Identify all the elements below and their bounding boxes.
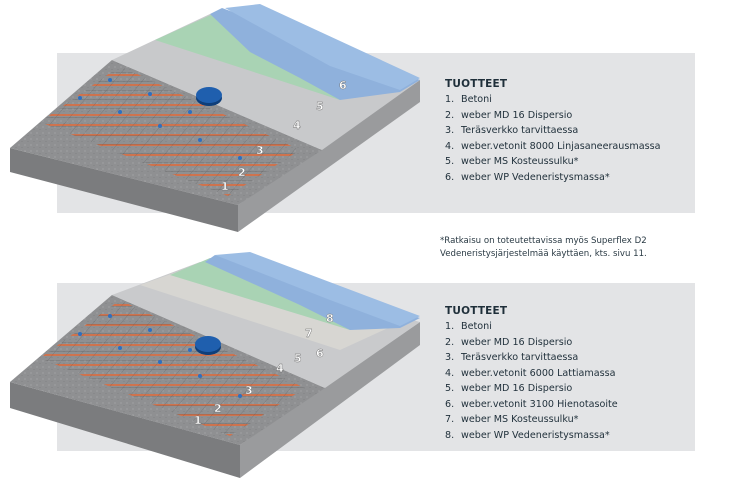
top-marker-5: 5: [316, 100, 324, 113]
bottom-marker-8: 8: [326, 312, 334, 325]
list-item: 5.weber MD 16 Dispersio: [445, 383, 573, 394]
bottom-marker-2: 2: [214, 402, 222, 415]
bottom-marker-7: 7: [305, 327, 313, 340]
bottom-floor-slab: 1 2 3 4 5 6 7 8: [10, 252, 420, 478]
list-item: 7.weber MS Kosteussulku*: [445, 414, 579, 425]
top-products-heading: TUOTTEET: [445, 78, 508, 90]
top-marker-3: 3: [256, 144, 264, 157]
list-item: 3.Teräsverkko tarvittaessa: [445, 352, 579, 363]
list-item: 4.weber.vetonit 6000 Lattiamassa: [445, 367, 616, 379]
top-marker-1: 1: [221, 180, 229, 193]
footnote: *Ratkaisu on toteutettavissa myös Superf…: [440, 235, 710, 261]
top-marker-6: 6: [339, 79, 347, 92]
list-item: 6.weber WP Vedeneristysmassa*: [445, 171, 610, 183]
list-item: 2.weber MD 16 Dispersio: [445, 336, 573, 348]
bottom-marker-5: 5: [294, 352, 302, 365]
top-marker-4: 4: [293, 119, 301, 132]
list-item: 6.weber.vetonit 3100 Hienotasoite: [445, 398, 618, 410]
bottom-marker-1: 1: [194, 414, 202, 427]
bottom-marker-6: 6: [316, 347, 324, 360]
list-item: 3.Teräsverkko tarvittaessa: [445, 125, 579, 136]
list-item: 2.weber MD 16 Dispersio: [445, 109, 573, 121]
list-item: 1.Betoni: [445, 94, 492, 105]
top-marker-2: 2: [238, 166, 246, 179]
top-products-list: TUOTTEET 1.Betoni 2.weber MD 16 Dispersi…: [445, 78, 705, 185]
list-item: 1.Betoni: [445, 321, 492, 332]
bottom-products-heading: TUOTTEET: [445, 305, 508, 317]
bottom-marker-3: 3: [245, 384, 253, 397]
list-item: 8.weber WP Vedeneristysmassa*: [445, 429, 610, 441]
list-item: 5.weber MS Kosteussulku*: [445, 156, 579, 167]
bottom-products-list: TUOTTEET 1.Betoni 2.weber MD 16 Dispersi…: [445, 305, 705, 443]
list-item: 4.weber.vetonit 8000 Linjasaneerausmassa: [445, 140, 661, 152]
footnote-line-2: Vedeneristysjärjestelmää käyttäen, kts. …: [440, 249, 647, 259]
footnote-line-1: *Ratkaisu on toteutettavissa myös Superf…: [440, 236, 647, 246]
bottom-marker-4: 4: [276, 362, 284, 375]
top-floor-slab: 1 2 3 4 5 6: [10, 4, 420, 232]
